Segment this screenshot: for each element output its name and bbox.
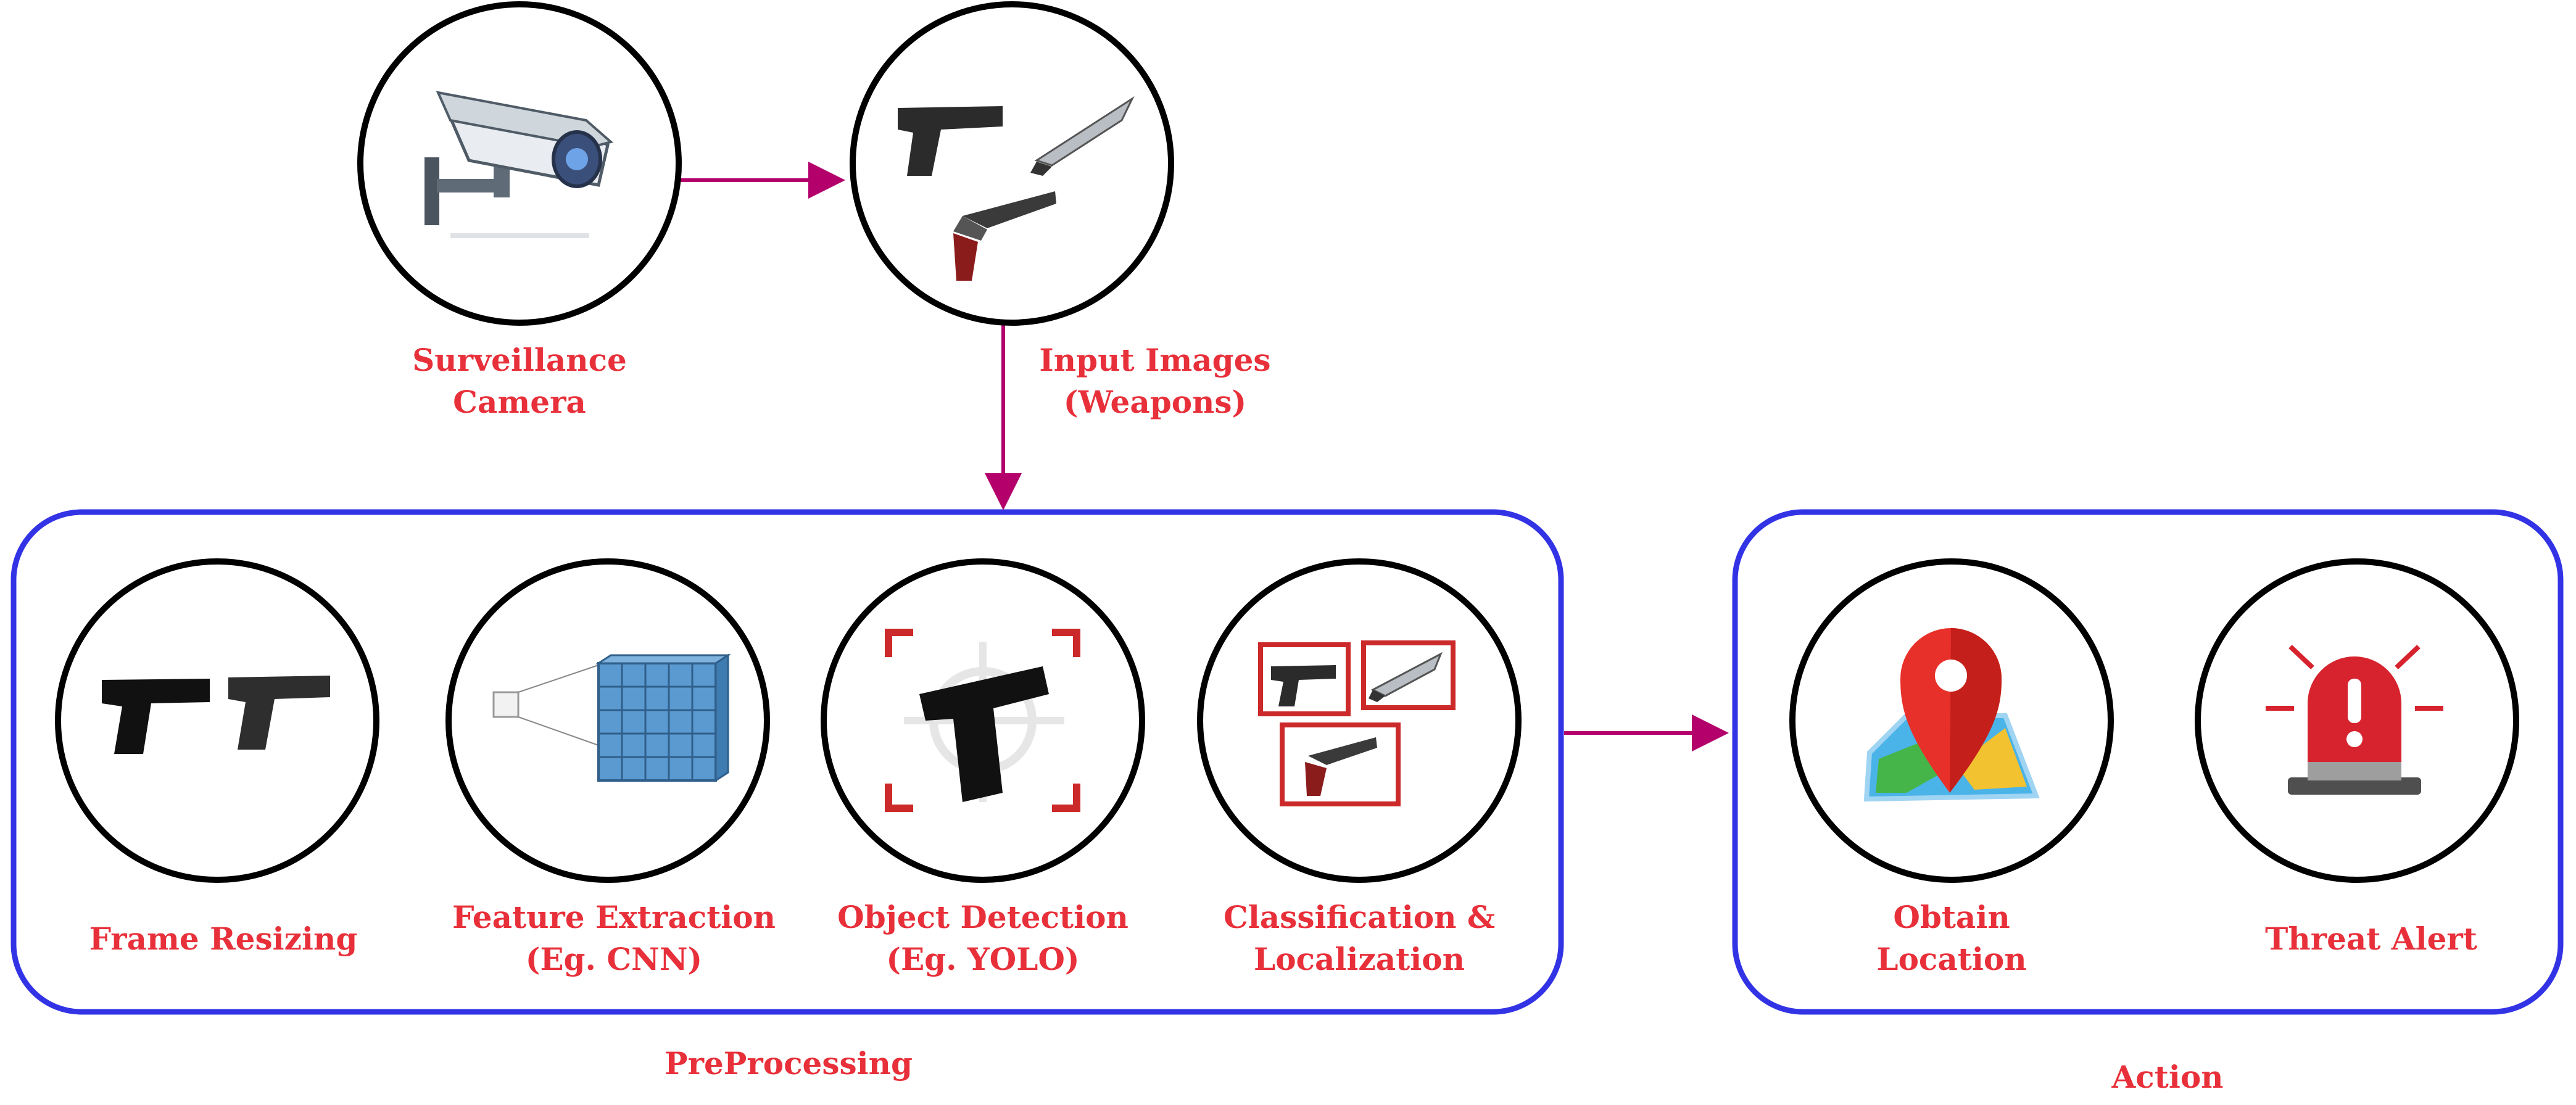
- target-pistol-icon: [885, 629, 1080, 812]
- feature-extraction-label-line2: (Eg. CNN): [525, 941, 703, 977]
- preprocessing-group-label: PreProcessing: [665, 1045, 913, 1082]
- input-images-circle: [850, 1, 1174, 326]
- input-images-label-line1: Input Images: [1039, 342, 1271, 378]
- obtain-location-label: Obtain Location: [1876, 896, 2026, 980]
- input-images-label: Input Images (Weapons): [1039, 339, 1270, 423]
- threat-alert-label-line1: Threat Alert: [2265, 921, 2477, 957]
- threat-alert-label: Threat Alert: [2265, 918, 2477, 960]
- weapons-icon: [898, 96, 1135, 281]
- preprocessing-group-box: [10, 509, 1564, 1015]
- classification-circle: [1197, 558, 1522, 883]
- siren-icon: [2266, 645, 2443, 795]
- obtain-location-label-line1: Obtain: [1893, 899, 2010, 935]
- bounding-boxes-icon: [1258, 640, 1456, 806]
- action-group-box: [1732, 509, 2564, 1015]
- feature-extraction-label-line1: Feature Extraction: [452, 899, 776, 935]
- frame-resizing-label-line1: Frame Resizing: [89, 921, 358, 957]
- feature-extraction-label: Feature Extraction (Eg. CNN): [452, 896, 776, 980]
- pistols-icon: [102, 676, 330, 754]
- classification-label-line2: Localization: [1254, 941, 1465, 977]
- frame-resizing-label: Frame Resizing: [89, 918, 358, 960]
- camera-label: Surveillance Camera: [412, 339, 627, 423]
- object-detection-label-line1: Object Detection: [837, 899, 1129, 935]
- map-pin-icon: [1863, 628, 2040, 802]
- input-images-label-line2: (Weapons): [1063, 384, 1247, 420]
- cctv-camera-icon: [425, 91, 614, 238]
- frame-resizing-circle: [55, 558, 379, 883]
- cnn-feature-map-icon: [492, 653, 732, 782]
- camera-label-line2: Camera: [453, 384, 586, 420]
- object-detection-label-line2: (Eg. YOLO): [886, 941, 1080, 977]
- obtain-location-label-line2: Location: [1876, 941, 2027, 977]
- object-detection-label: Object Detection (Eg. YOLO): [837, 896, 1129, 980]
- classification-label: Classification & Localization: [1224, 896, 1495, 980]
- classification-label-line1: Classification &: [1223, 899, 1496, 935]
- action-group-label: Action: [2111, 1059, 2224, 1095]
- camera-label-line1: Surveillance: [412, 342, 627, 378]
